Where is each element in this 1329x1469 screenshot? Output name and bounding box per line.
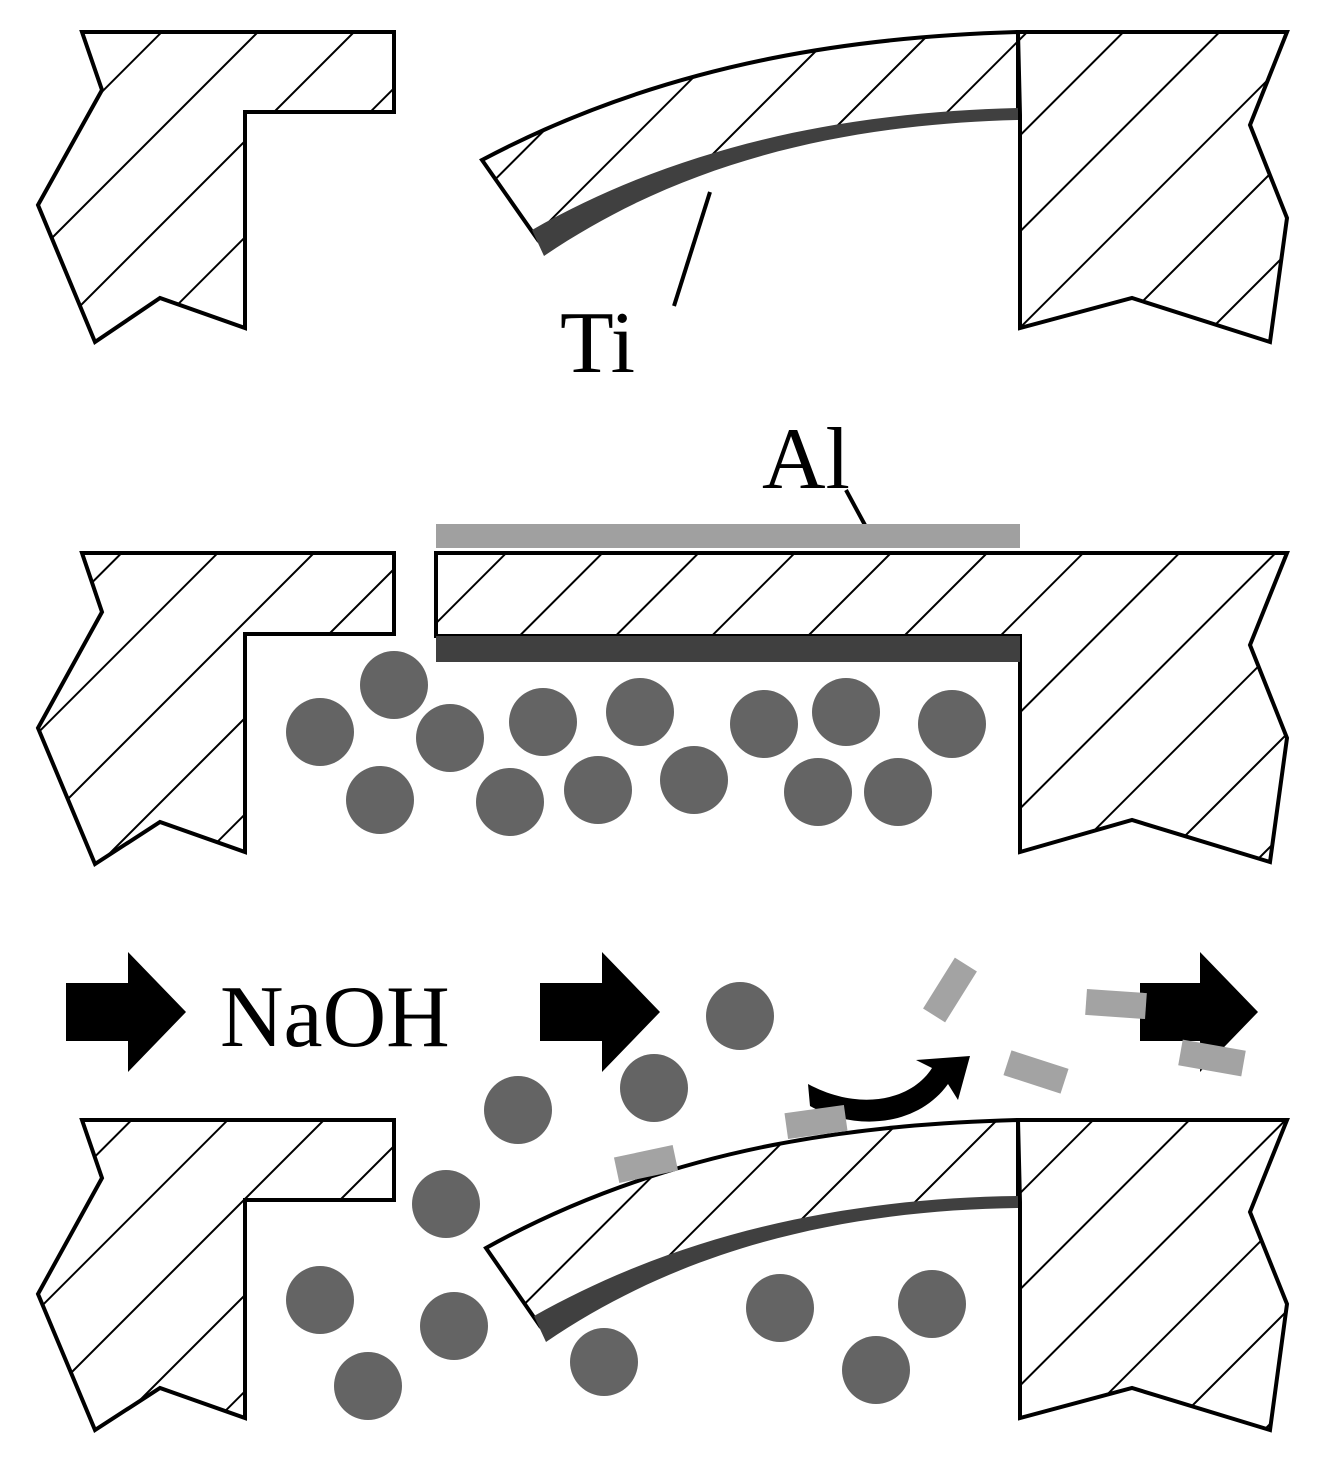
- al-fragments: [613, 957, 1246, 1183]
- particle: [620, 1054, 688, 1122]
- al-fragment: [613, 1145, 679, 1183]
- al-fragment: [1178, 1039, 1246, 1077]
- particle: [812, 678, 880, 746]
- particle: [484, 1076, 552, 1144]
- particle: [420, 1292, 488, 1360]
- particle: [509, 688, 577, 756]
- particle: [564, 756, 632, 824]
- particle: [416, 704, 484, 772]
- al-fragment: [1003, 1050, 1069, 1094]
- particle: [842, 1336, 910, 1404]
- curved-release-arrow: [808, 1056, 970, 1122]
- al-fragment: [923, 957, 977, 1023]
- particle: [286, 698, 354, 766]
- left-anchor-block: [35, 551, 396, 867]
- left-anchor-block: [35, 30, 396, 346]
- flow-arrow: [66, 952, 186, 1072]
- particle: [360, 651, 428, 719]
- particle: [606, 678, 674, 746]
- stage-3-naoh-etch-release: NaOH: [35, 952, 1290, 1433]
- particle: [476, 768, 544, 836]
- particle: [918, 690, 986, 758]
- particle: [570, 1328, 638, 1396]
- ti-layer: [436, 636, 1020, 662]
- particle: [784, 758, 852, 826]
- right-anchor-block: [1015, 30, 1290, 345]
- particle: [286, 1266, 354, 1334]
- particle: [706, 982, 774, 1050]
- particle: [412, 1170, 480, 1238]
- particle: [334, 1352, 402, 1420]
- stage-2-al-sacrificial-layer: Al: [35, 411, 1290, 867]
- ti-leader-line: [672, 191, 712, 307]
- al-layer: [436, 524, 1020, 548]
- left-anchor-block: [35, 1118, 396, 1433]
- particle-cluster: [286, 982, 966, 1420]
- particle: [864, 758, 932, 826]
- ti-layer: [532, 108, 1018, 256]
- particle: [660, 746, 728, 814]
- flow-arrow: [540, 952, 660, 1072]
- particle: [898, 1270, 966, 1338]
- al-label: Al: [762, 411, 850, 508]
- al-fragment: [784, 1104, 848, 1140]
- particle: [346, 766, 414, 834]
- right-anchor-block: [1015, 1118, 1290, 1433]
- ti-label: Ti: [560, 295, 635, 392]
- particle-cluster: [286, 651, 986, 836]
- particle: [746, 1274, 814, 1342]
- ti-layer: [534, 1196, 1018, 1342]
- particle: [730, 690, 798, 758]
- stage-1-released-cantilever: Ti: [35, 29, 1290, 392]
- cantilever-beam: [479, 29, 1020, 243]
- naoh-label: NaOH: [220, 969, 450, 1066]
- al-fragment: [1085, 988, 1147, 1020]
- flow-arrow: [1140, 952, 1258, 1072]
